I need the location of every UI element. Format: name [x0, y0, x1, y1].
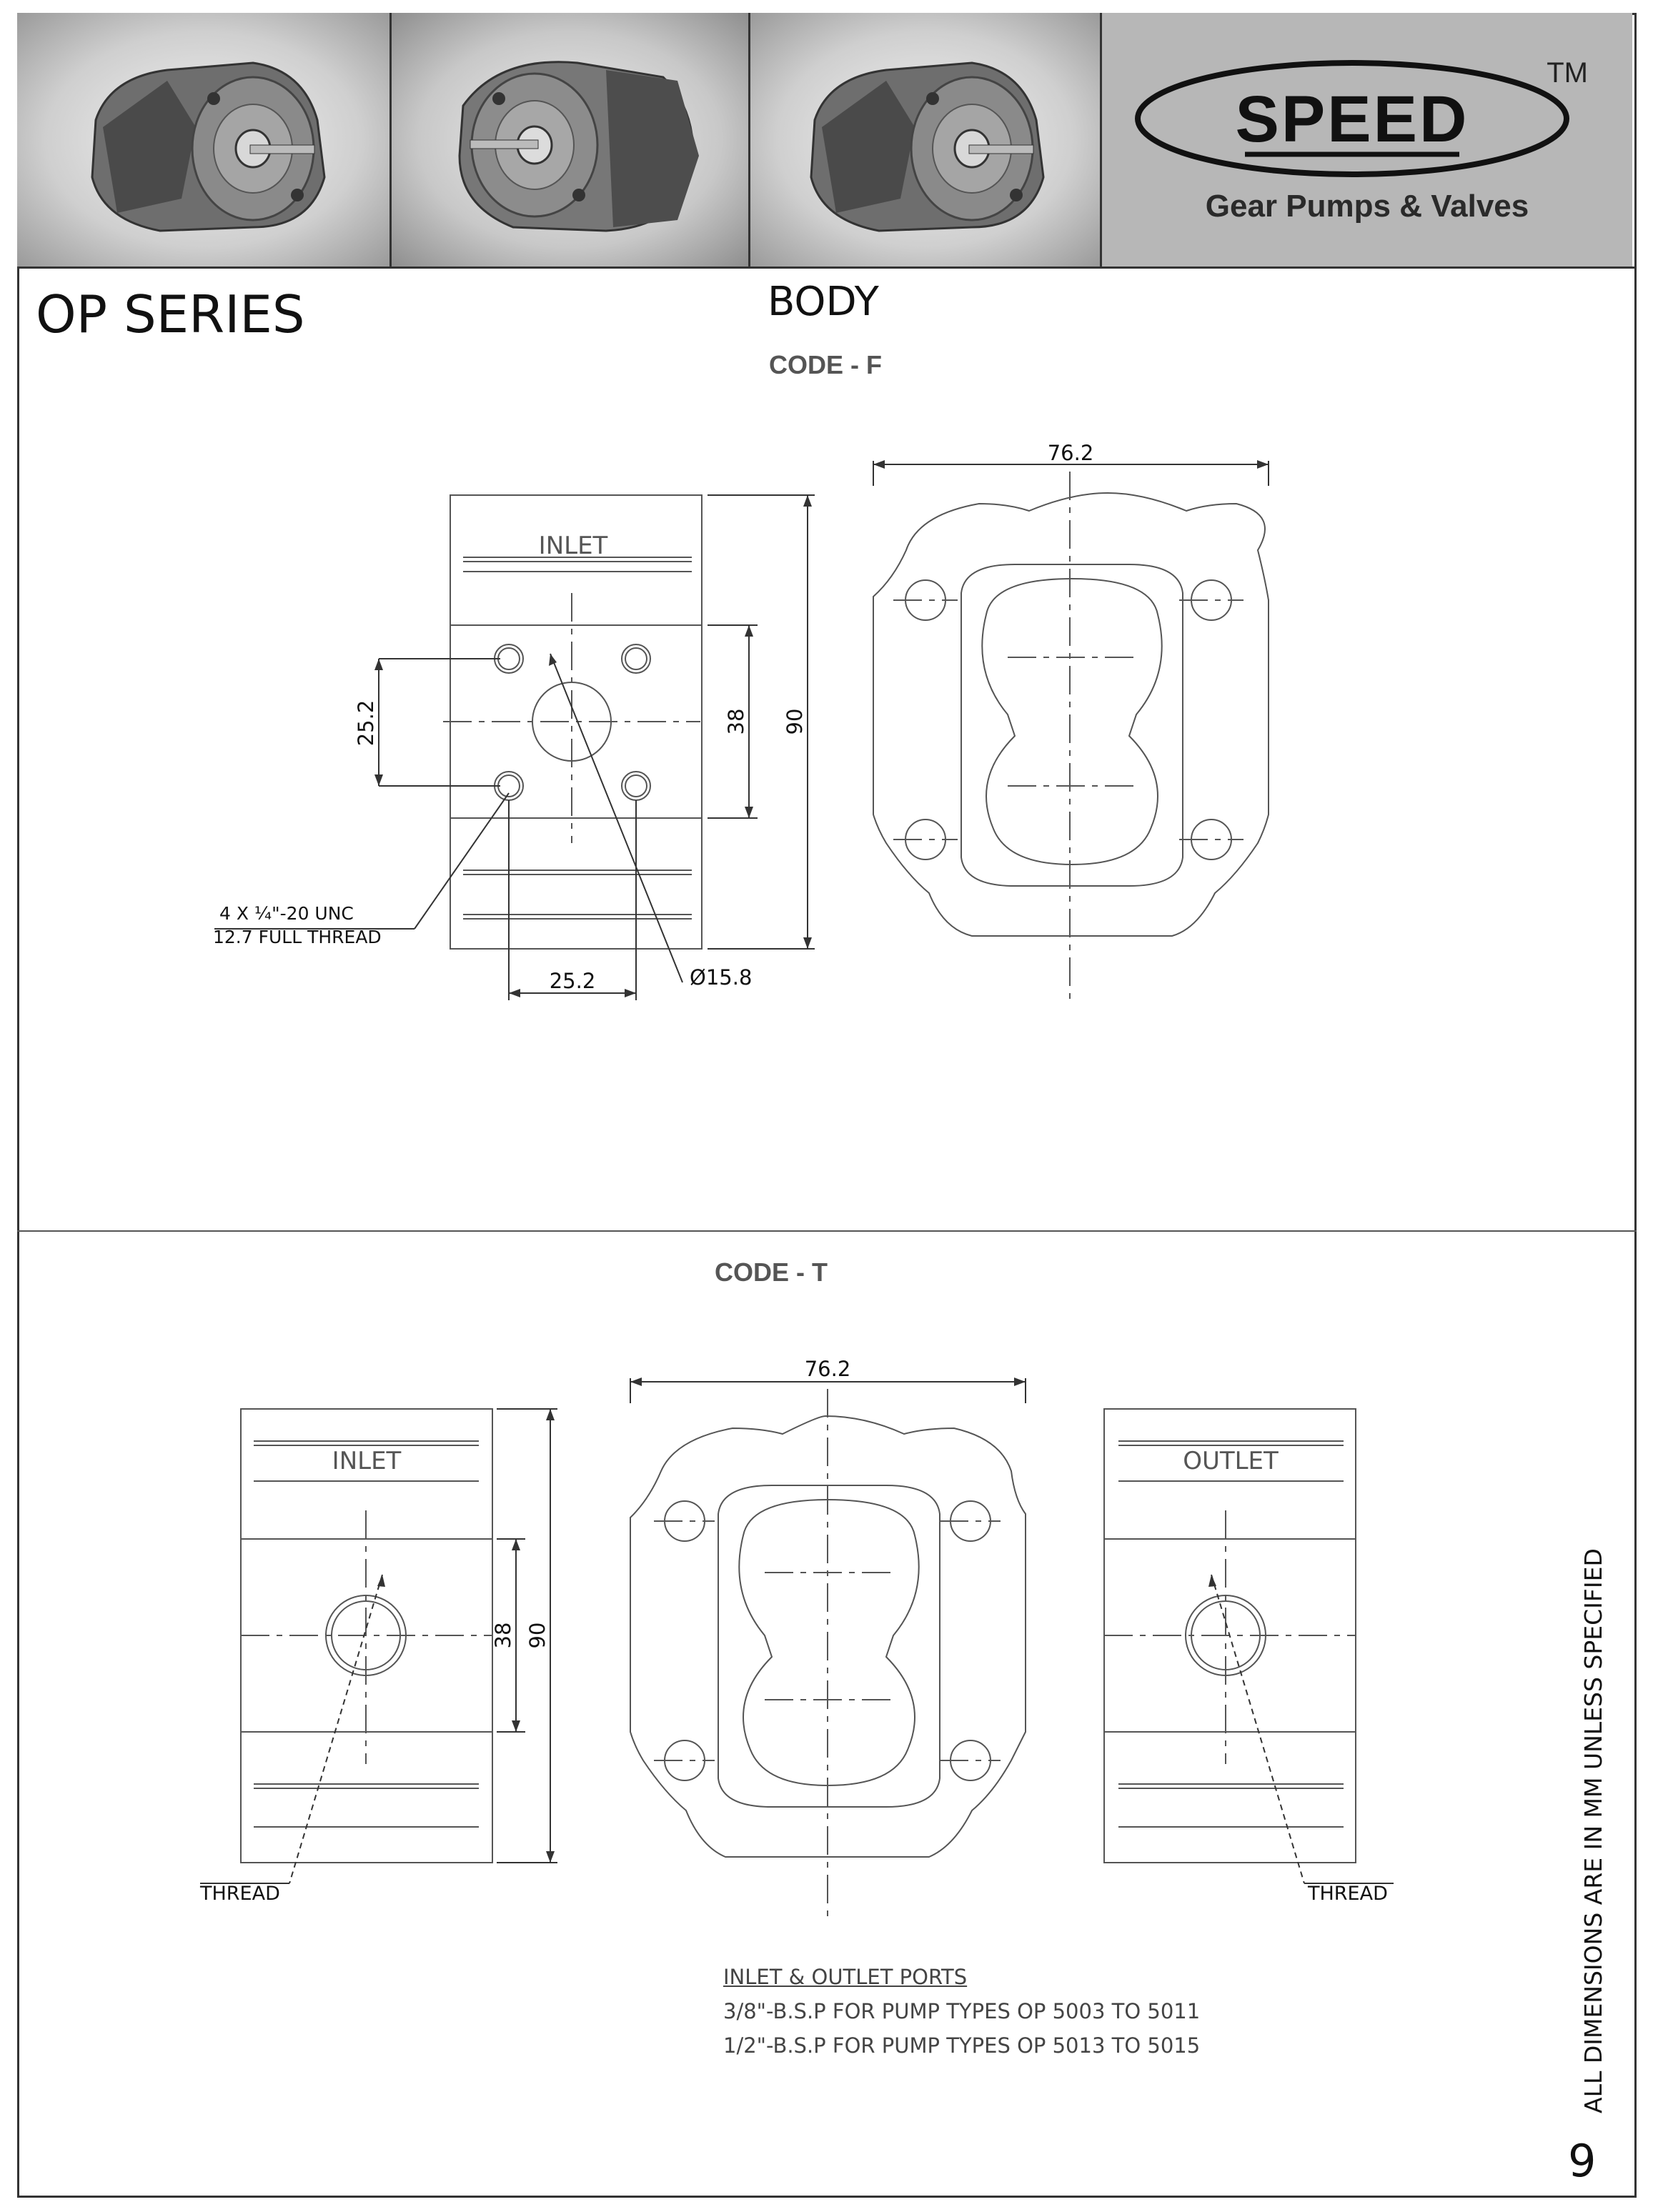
code-t-drawing: INLET OUTLET 76.2 THREAD THREAD 38 90 — [199, 1357, 1394, 1918]
code-t-dim-height-label: 90 — [525, 1623, 550, 1649]
brand-logo-panel: SPEED TM Gear Pumps & Valves — [1102, 13, 1632, 266]
gear-pump-photo — [750, 13, 1102, 266]
thread-left-label: THREAD — [199, 1883, 280, 1905]
page-number: 9 — [1568, 2135, 1597, 2187]
header: SPEED TM Gear Pumps & Valves — [17, 13, 1637, 269]
code-f-label: CODE - F — [769, 350, 882, 379]
speed-logo: SPEED — [1135, 60, 1569, 177]
dim-bolt-vertical-label: 25.2 — [354, 700, 378, 747]
dim-bolt-horizontal-label: 25.2 — [550, 969, 596, 993]
ports-note-line: 1/2"-B.S.P FOR PUMP TYPES OP 5013 TO 501… — [723, 2033, 1201, 2058]
dim-port-diameter-label: Ø15.8 — [690, 965, 752, 990]
ports-note: INLET & OUTLET PORTS 3/8"-B.S.P FOR PUMP… — [723, 1960, 1200, 2063]
gear-pump-icon — [458, 61, 699, 232]
dim-width-label: 76.2 — [1048, 441, 1094, 465]
brand-tagline: Gear Pumps & Valves — [1205, 189, 1529, 224]
ports-note-heading: INLET & OUTLET PORTS — [723, 1965, 968, 1989]
code-f-drawing: INLET 76.2 25.2 Ø15.8 4 X ¼"-20 UNC 12.7… — [213, 441, 1269, 1000]
gear-pump-photo — [392, 13, 750, 266]
gear-pump-icon — [91, 61, 326, 232]
ports-note-line: 3/8"-B.S.P FOR PUMP TYPES OP 5003 TO 501… — [723, 1999, 1201, 2023]
code-t-dim-width-label: 76.2 — [805, 1357, 851, 1381]
code-t-inlet-label: INLET — [332, 1447, 402, 1475]
code-f-inlet-label: INLET — [539, 532, 608, 560]
code-t-front-view — [630, 1415, 1026, 1858]
trademark-symbol: TM — [1547, 57, 1588, 89]
dim-port-spacing-label: 38 — [724, 709, 748, 735]
dim-height-label: 90 — [783, 709, 807, 735]
code-t-label: CODE - T — [715, 1257, 828, 1287]
dimensions-unit-note: ALL DIMENSIONS ARE IN MM UNLESS SPECIFIE… — [1579, 1548, 1607, 2113]
brand-name: SPEED — [1236, 83, 1469, 156]
section-divider — [17, 1230, 1637, 1232]
thread-right-label: THREAD — [1307, 1883, 1388, 1905]
gear-pump-photo — [17, 13, 392, 266]
code-f-front-view — [873, 492, 1269, 937]
series-title: OP SERIES — [36, 284, 305, 344]
thread-note-line1: 4 X ¼"-20 UNC — [219, 903, 354, 924]
section-title: BODY — [768, 279, 879, 325]
thread-note-line2: 12.7 FULL THREAD — [213, 927, 382, 947]
gear-pump-icon — [810, 61, 1045, 232]
code-t-dim-port-spacing-label: 38 — [491, 1623, 515, 1649]
code-t-outlet-label: OUTLET — [1183, 1447, 1279, 1475]
